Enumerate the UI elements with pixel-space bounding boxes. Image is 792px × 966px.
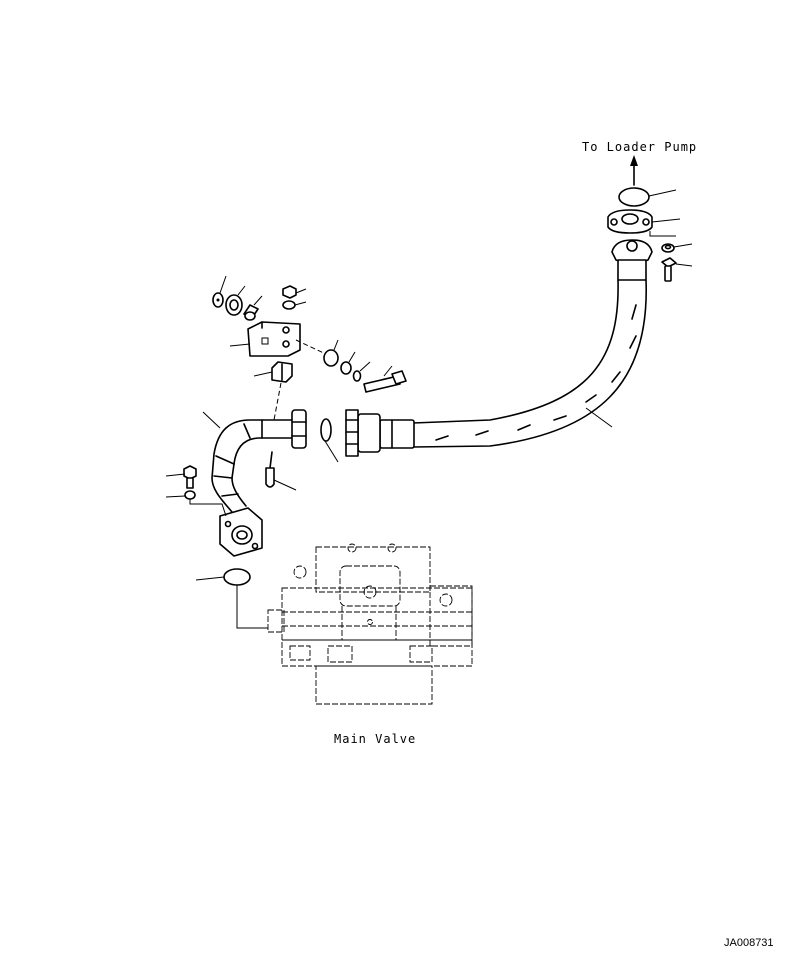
drawing-code: JA008731	[724, 937, 774, 949]
leader-line	[649, 231, 676, 237]
washer-small	[212, 292, 224, 308]
bushing	[243, 304, 259, 321]
split-flange-top	[607, 209, 653, 234]
bent-pipe	[211, 409, 307, 513]
flow-arrow	[630, 155, 638, 186]
label-to-loader-pump: To Loader Pump	[582, 140, 698, 154]
leader-line	[348, 351, 356, 363]
leader-line	[675, 263, 693, 267]
nut-top	[282, 285, 297, 299]
leader-line	[219, 275, 227, 294]
leader-line	[273, 479, 297, 491]
washer-medium	[340, 361, 352, 375]
leader-line	[165, 473, 186, 477]
leader-line	[673, 243, 693, 248]
washer-top	[282, 300, 296, 310]
leader-line	[383, 365, 393, 377]
spacer-ring	[225, 294, 243, 316]
bolt-right	[661, 257, 677, 282]
o-ring-bottom	[223, 568, 251, 586]
washer-right	[661, 243, 675, 253]
leader-line	[253, 371, 273, 377]
leader-line	[165, 495, 186, 498]
leader-line	[253, 295, 263, 306]
leader-line	[294, 301, 307, 306]
o-ring-top	[618, 187, 650, 207]
mounting-bracket	[247, 321, 301, 357]
alignment-line	[273, 382, 282, 421]
leader-line	[236, 585, 268, 629]
large-hose-assembly	[345, 239, 653, 457]
bolt-left	[183, 465, 197, 489]
leader-line	[333, 339, 339, 351]
leader-line	[195, 576, 225, 581]
clamp-block	[271, 361, 293, 383]
leader-line	[585, 407, 613, 428]
leader-line	[648, 189, 677, 197]
main-valve-body	[267, 543, 473, 705]
washer-lock	[352, 370, 362, 382]
leader-line	[189, 499, 227, 517]
label-main-valve: Main Valve	[334, 732, 417, 746]
o-ring-middle	[320, 418, 332, 442]
leader-line	[295, 288, 307, 294]
leader-line	[324, 440, 339, 463]
pipe-flange	[219, 507, 263, 557]
long-bolt	[363, 370, 407, 393]
leader-line	[651, 218, 681, 223]
leader-line	[229, 343, 251, 347]
leader-line	[237, 285, 246, 296]
washer-left	[184, 490, 196, 500]
leader-line	[202, 411, 221, 429]
leader-line	[359, 361, 371, 372]
alignment-line	[295, 339, 331, 357]
pin	[265, 451, 275, 488]
washer-large	[323, 349, 339, 367]
